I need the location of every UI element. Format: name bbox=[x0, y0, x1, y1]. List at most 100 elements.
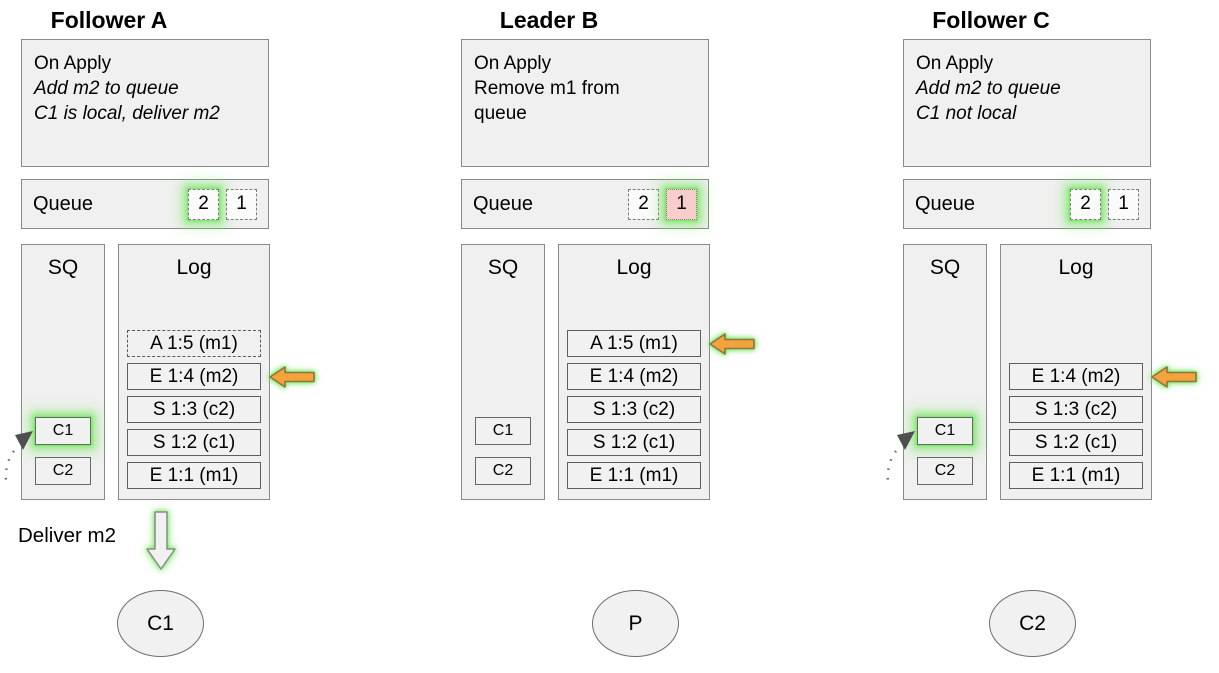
sq-item: C2 bbox=[35, 457, 91, 485]
sq-items: C1 C2 bbox=[4, 417, 104, 485]
node-title: Follower C bbox=[932, 7, 1050, 33]
queue-slot: 2 bbox=[1070, 188, 1101, 220]
log-entry: S 1:3 (c2) bbox=[1009, 396, 1143, 423]
log-entry: A 1:5 (m1) bbox=[127, 330, 261, 357]
log-entry-label: E 1:1 (m1) bbox=[149, 464, 239, 486]
log-entries: A 1:5 (m1) E 1:4 (m2) S 1:3 (c2) S 1:2 (… bbox=[127, 330, 315, 489]
log-entry-label: E 1:1 (m1) bbox=[589, 464, 679, 486]
actor-label: P bbox=[628, 611, 643, 635]
log-entry: E 1:4 (m2) bbox=[567, 363, 701, 390]
queue-slot: 1 bbox=[666, 188, 697, 220]
actor-circle: C2 bbox=[989, 590, 1076, 657]
sq-label: SQ bbox=[47, 256, 79, 279]
sq-item-label: C1 bbox=[492, 422, 514, 439]
on-apply-line: On Apply bbox=[916, 53, 994, 74]
queue-slot: 1 bbox=[226, 188, 257, 220]
sq-item: C2 bbox=[917, 457, 973, 485]
log-box: Log E 1:4 (m2) S 1:3 (c2) S 1:2 (c1) E 1… bbox=[1000, 244, 1197, 500]
log-entry: E 1:1 (m1) bbox=[567, 462, 701, 489]
log-label: Log bbox=[176, 256, 212, 279]
queue-slot: 1 bbox=[1108, 188, 1139, 220]
deliver-label: Deliver m2 bbox=[18, 524, 116, 547]
sq-item-label: C2 bbox=[934, 462, 956, 479]
log-entry-label: S 1:2 (c1) bbox=[592, 431, 676, 453]
log-entry: S 1:2 (c1) bbox=[1009, 429, 1143, 456]
log-entry-label: A 1:5 (m1) bbox=[150, 332, 238, 354]
log-entry-label: S 1:3 (c2) bbox=[152, 398, 236, 420]
on-apply-line: Add m2 to queue bbox=[34, 78, 179, 99]
on-apply-line: queue bbox=[474, 103, 527, 124]
log-box: Log A 1:5 (m1) E 1:4 (m2) S 1:3 (c2) S 1… bbox=[118, 244, 315, 500]
sq-items: C1 C2 bbox=[886, 417, 986, 485]
node-title: Follower A bbox=[50, 7, 168, 33]
sq-item-label: C1 bbox=[52, 422, 74, 439]
log-entry-label: S 1:2 (c1) bbox=[152, 431, 236, 453]
queue-slot: 2 bbox=[628, 188, 659, 220]
log-entry: S 1:3 (c2) bbox=[127, 396, 261, 423]
log-entry-label: E 1:4 (m2) bbox=[1031, 365, 1121, 387]
log-label: Log bbox=[616, 256, 652, 279]
send-queue-box: SQ C1 C2 bbox=[886, 244, 987, 500]
log-box: Log A 1:5 (m1) E 1:4 (m2) S 1:3 (c2) S 1… bbox=[558, 244, 755, 500]
log-entry-label: A 1:5 (m1) bbox=[590, 332, 678, 354]
log-entries: A 1:5 (m1) E 1:4 (m2) S 1:3 (c2) S 1:2 (… bbox=[567, 330, 755, 489]
sq-item-label: C2 bbox=[52, 462, 74, 479]
on-apply-line: Add m2 to queue bbox=[916, 78, 1061, 99]
queue-label: Queue bbox=[33, 192, 94, 215]
send-queue-box: SQ C1 C2 bbox=[4, 244, 105, 500]
log-label: Log bbox=[1058, 256, 1094, 279]
send-queue-box: SQ C1 C2 bbox=[461, 244, 545, 500]
sq-item: C2 bbox=[475, 457, 531, 485]
log-entry-label: E 1:4 (m2) bbox=[149, 365, 239, 387]
log-entry: S 1:2 (c1) bbox=[127, 429, 261, 456]
deliver-down-arrow-icon bbox=[146, 511, 176, 570]
actor-label: C2 bbox=[1019, 611, 1046, 635]
log-entry: E 1:1 (m1) bbox=[1009, 462, 1143, 489]
log-entry-label: S 1:3 (c2) bbox=[1034, 398, 1118, 420]
sq-item-label: C2 bbox=[492, 462, 514, 479]
sq-item: C1 bbox=[886, 417, 973, 484]
sq-item: C1 bbox=[475, 417, 531, 445]
log-entry: E 1:4 (m2) bbox=[127, 363, 315, 390]
dotted-pointer-arrow-icon bbox=[886, 431, 915, 484]
actor-circle: C1 bbox=[117, 590, 204, 657]
dotted-pointer-arrow-icon bbox=[4, 431, 33, 484]
replication-pointer-arrow-icon bbox=[1151, 365, 1197, 388]
on-apply-line: C1 is local, deliver m2 bbox=[34, 103, 220, 124]
log-entry: E 1:1 (m1) bbox=[127, 462, 261, 489]
log-entry-label: E 1:4 (m2) bbox=[589, 365, 679, 387]
actor-circle: P bbox=[592, 590, 679, 657]
queue-label: Queue bbox=[915, 192, 976, 215]
log-entry: E 1:4 (m2) bbox=[1009, 363, 1197, 390]
replication-pointer-arrow-icon bbox=[269, 365, 315, 388]
sq-item-label: C1 bbox=[934, 422, 956, 439]
sq-item: C1 bbox=[4, 417, 91, 484]
log-entry-label: S 1:3 (c2) bbox=[592, 398, 676, 420]
queue-slot: 2 bbox=[188, 188, 219, 220]
sq-label: SQ bbox=[929, 256, 961, 279]
on-apply-line: Remove m1 from bbox=[474, 78, 620, 99]
log-entry: A 1:5 (m1) bbox=[567, 330, 755, 357]
sq-label: SQ bbox=[487, 256, 519, 279]
log-entry-label: S 1:2 (c1) bbox=[1034, 431, 1118, 453]
on-apply-line: On Apply bbox=[34, 53, 112, 74]
queue-label: Queue bbox=[473, 192, 534, 215]
on-apply-line: On Apply bbox=[474, 53, 552, 74]
node-title: Leader B bbox=[499, 7, 599, 33]
log-entry: S 1:2 (c1) bbox=[567, 429, 701, 456]
on-apply-line: C1 not local bbox=[916, 103, 1017, 124]
